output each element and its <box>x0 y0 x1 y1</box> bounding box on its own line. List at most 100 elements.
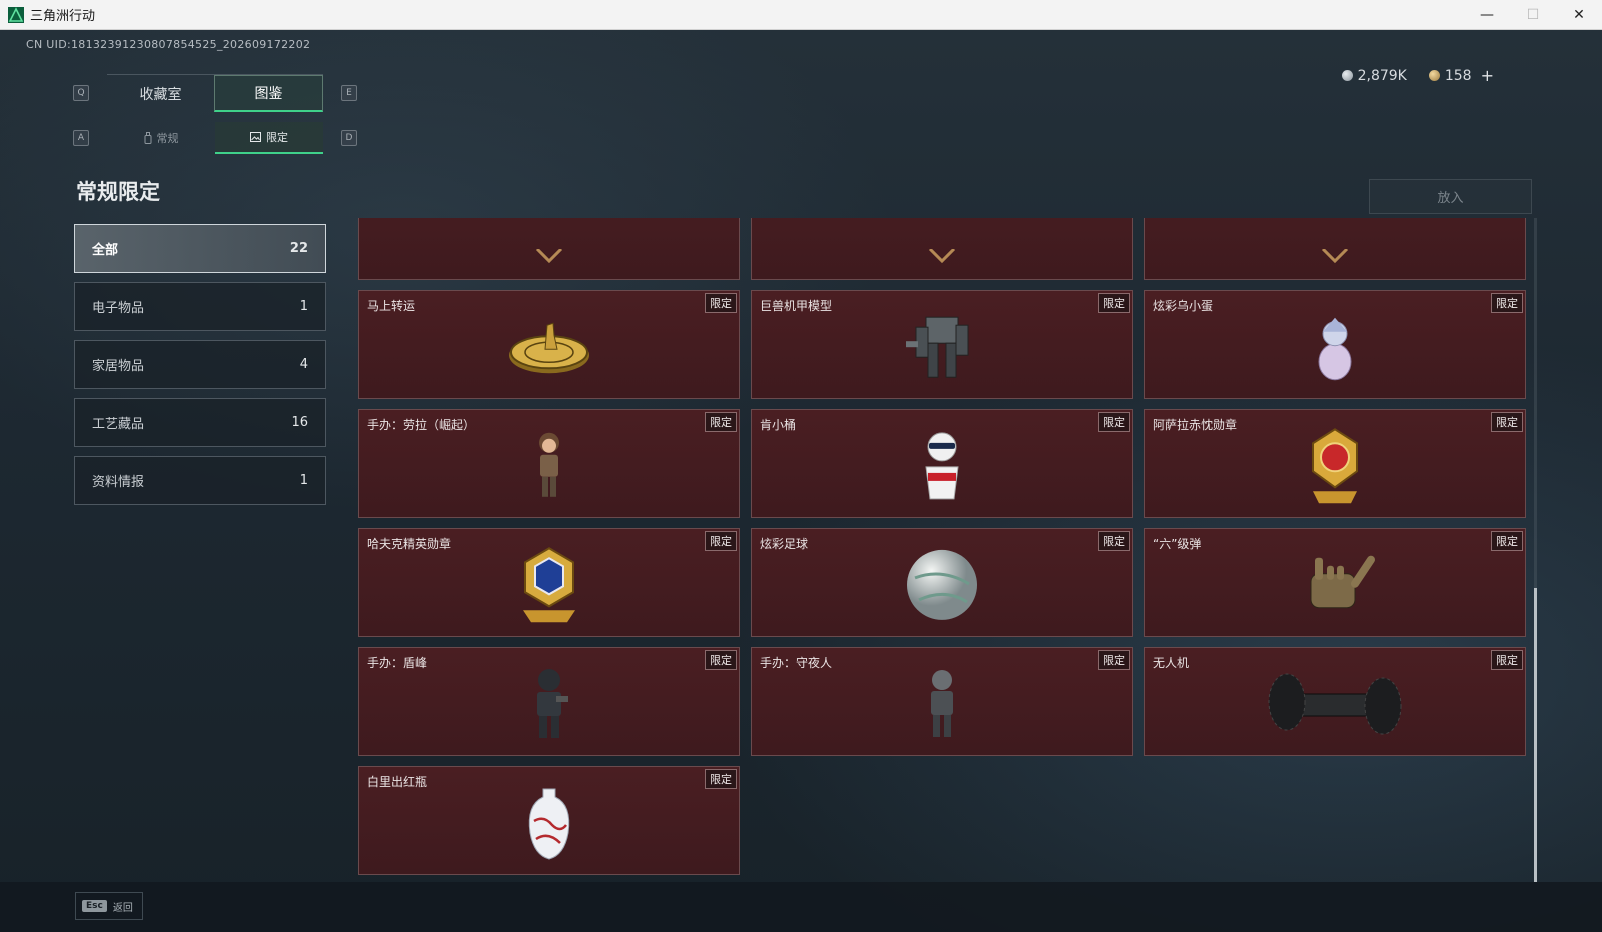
limited-badge: 限定 <box>1098 293 1130 313</box>
egg-figure-icon <box>1310 311 1360 385</box>
card-name: 无人机 <box>1153 656 1190 670</box>
subtab-regular-label: 常规 <box>156 132 179 145</box>
card-name: 肯小桶 <box>760 418 797 432</box>
scroll-thumb[interactable] <box>1534 588 1537 882</box>
key-hint-q: Q <box>73 85 89 101</box>
vase-icon <box>524 785 574 865</box>
subtab-regular[interactable]: 常规 <box>107 122 215 154</box>
limited-badge: 限定 <box>705 293 737 313</box>
page-title: 常规限定 <box>76 180 160 204</box>
collection-card[interactable]: 无人机 限定 <box>1144 647 1526 756</box>
sub-tabs: 常规 限定 <box>107 122 323 154</box>
limited-badge: 限定 <box>705 650 737 670</box>
category-count: 1 <box>299 473 308 488</box>
gold-amount: 158 <box>1444 67 1472 84</box>
limited-badge: 限定 <box>705 769 737 789</box>
collection-card[interactable]: “六”级弹限定 <box>1144 528 1526 637</box>
app-logo-icon <box>8 6 24 23</box>
subtab-limited-label: 限定 <box>266 131 288 144</box>
category-crafts[interactable]: 工艺藏品 16 <box>74 398 326 447</box>
category-household[interactable]: 家居物品 4 <box>74 340 326 389</box>
category-all[interactable]: 全部 22 <box>74 224 326 273</box>
category-label: 资料情报 <box>92 475 145 490</box>
limited-badge: 限定 <box>1491 293 1523 313</box>
category-count: 4 <box>299 357 308 372</box>
main-tabs: 收藏室 图鉴 <box>107 74 323 112</box>
collection-card[interactable]: 手办：盾峰 限定 <box>358 647 740 756</box>
category-electronics[interactable]: 电子物品 1 <box>74 282 326 331</box>
ball-icon <box>905 547 979 625</box>
limited-badge: 限定 <box>1098 650 1130 670</box>
silver-currency: 2,879K <box>1341 67 1407 84</box>
grid-scrollbar[interactable] <box>1534 218 1537 882</box>
collection-card[interactable]: 阿萨拉赤忱勋章限定 <box>1144 409 1526 518</box>
game-area: CN UID:1813239123080785452​5_20260917220… <box>0 30 1602 932</box>
category-intel[interactable]: 资料情报 1 <box>74 456 326 505</box>
figure-icon <box>527 429 571 505</box>
soldier-figure-icon <box>526 666 572 746</box>
silver-coin-icon <box>1341 70 1353 81</box>
gold-currency: 158 + <box>1428 66 1494 85</box>
tab-collection-room[interactable]: 收藏室 <box>139 86 182 103</box>
category-label: 家居物品 <box>92 359 145 374</box>
bucket-figure-icon <box>916 428 968 506</box>
collection-card[interactable]: 炫彩乌小蛋 限定 <box>1144 290 1526 399</box>
collection-card[interactable]: 白里出红瓶 限定 <box>358 766 740 875</box>
collection-card[interactable] <box>751 218 1133 280</box>
currency-bar: 2,879K 158 + <box>1341 66 1494 85</box>
limited-badge: 限定 <box>1098 531 1130 551</box>
card-name: 炫彩乌小蛋 <box>1153 299 1214 313</box>
card-name: 手办：守夜人 <box>760 656 833 670</box>
tab-catalog[interactable]: 图鉴 <box>214 75 323 112</box>
medal-icon <box>1305 425 1365 511</box>
minimize-button[interactable]: — <box>1480 7 1494 23</box>
add-currency-button[interactable]: + <box>1480 66 1494 85</box>
limited-badge: 限定 <box>1098 412 1130 432</box>
collection-card[interactable] <box>358 218 740 280</box>
close-button[interactable]: ✕ <box>1573 7 1585 23</box>
subtab-limited[interactable]: 限定 <box>215 122 323 154</box>
mech-model-icon <box>902 307 982 391</box>
card-name: 炫彩足球 <box>760 537 809 551</box>
collection-card[interactable]: 手办：守夜人 限定 <box>751 647 1133 756</box>
card-name: 马上转运 <box>367 299 416 313</box>
limited-badge: 限定 <box>1491 650 1523 670</box>
limited-badge: 限定 <box>705 412 737 432</box>
bottom-bar: Esc 返回 <box>0 882 1602 932</box>
item-grid-viewport: 马上转运限定巨兽机甲模型限定炫彩乌小蛋限定手办：劳拉（崛起）限定肯小桶限定阿萨拉… <box>358 218 1540 882</box>
collection-card[interactable]: 巨兽机甲模型 限定 <box>751 290 1133 399</box>
category-list: 全部 22 电子物品 1 家居物品 4 工艺藏品 16 资料情报 1 <box>74 224 326 514</box>
card-name: “六”级弹 <box>1153 537 1202 551</box>
card-name: 手办：劳拉（崛起） <box>367 418 476 432</box>
category-count: 16 <box>291 415 308 430</box>
back-button[interactable]: Esc 返回 <box>75 892 143 920</box>
collection-card[interactable]: 炫彩足球 限定 <box>751 528 1133 637</box>
card-name: 阿萨拉赤忱勋章 <box>1153 418 1238 432</box>
collection-card[interactable]: 马上转运 限定 <box>358 290 740 399</box>
window-titlebar: 三角洲行动 — ☐ ✕ <box>0 0 1602 30</box>
picture-icon <box>250 132 261 142</box>
collection-card[interactable]: 肯小桶 限定 <box>751 409 1133 518</box>
esc-key-hint: Esc <box>82 900 107 912</box>
maximize-button[interactable]: ☐ <box>1526 7 1540 23</box>
window-title: 三角洲行动 <box>30 9 96 24</box>
collection-card[interactable]: 手办：劳拉（崛起） 限定 <box>358 409 740 518</box>
back-label: 返回 <box>112 902 133 914</box>
category-count: 1 <box>299 299 308 314</box>
card-name: 白里出红瓶 <box>367 775 428 789</box>
deposit-button[interactable]: 放入 <box>1369 179 1532 214</box>
card-name: 手办：盾峰 <box>367 656 428 670</box>
collection-card[interactable]: 哈夫克精英勋章 限定 <box>358 528 740 637</box>
category-label: 全部 <box>92 243 119 258</box>
card-name: 巨兽机甲模型 <box>760 299 833 313</box>
silver-amount: 2,879K <box>1357 67 1407 84</box>
card-name: 哈夫克精英勋章 <box>367 537 452 551</box>
uid-label: CN UID:1813239123080785452​5_20260917220… <box>26 38 311 51</box>
key-hint-d: D <box>341 130 357 146</box>
elite-medal-icon <box>517 544 581 630</box>
bottle-icon <box>144 132 151 144</box>
collection-card[interactable] <box>1144 218 1526 280</box>
limited-badge: 限定 <box>705 531 737 551</box>
category-count: 22 <box>289 241 308 256</box>
key-hint-a: A <box>73 130 89 146</box>
